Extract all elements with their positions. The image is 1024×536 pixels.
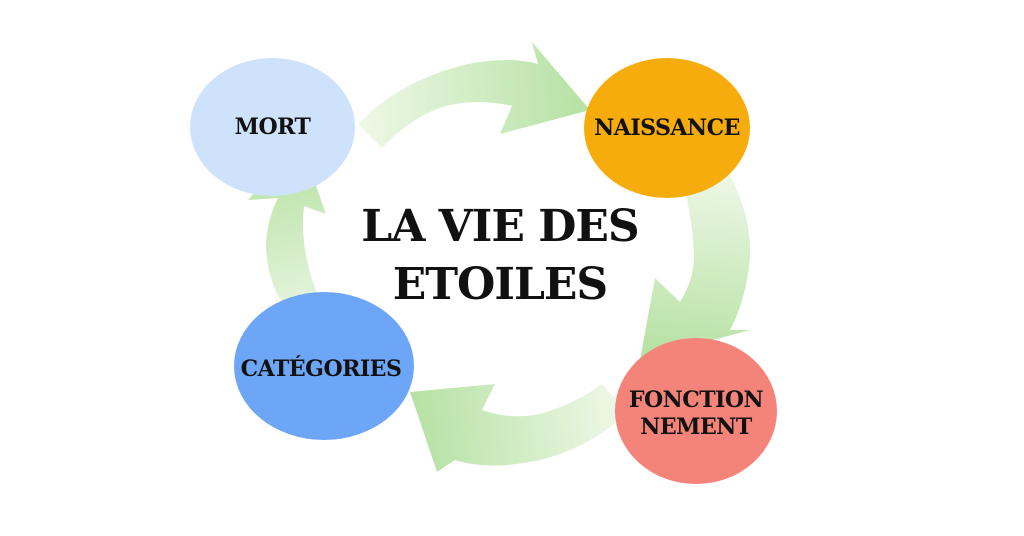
- arrow-naissance-to-fonctionnement: [640, 148, 751, 360]
- arrow-mort-to-naissance: [358, 42, 590, 148]
- diagram-title: LA VIE DES ETOILES: [310, 198, 690, 314]
- title-line-1: LA VIE DES: [361, 201, 639, 252]
- node-mort-label: MORT: [234, 113, 311, 140]
- arrow-fonctionnement-to-categories: [410, 384, 628, 472]
- node-naissance: NAISSANCE: [584, 58, 750, 198]
- node-categories-label: CATÉGORIES: [240, 355, 402, 382]
- node-naissance-label: NAISSANCE: [594, 114, 740, 141]
- node-categories: CATÉGORIES: [234, 292, 414, 440]
- node-mort: MORT: [190, 58, 355, 196]
- title-line-2: ETOILES: [392, 259, 608, 310]
- node-fonctionnement-line-1: FONCTION: [628, 387, 764, 414]
- node-fonctionnement-line-2: NEMENT: [640, 414, 752, 440]
- node-fonctionnement: FONCTION NEMENT: [615, 338, 777, 484]
